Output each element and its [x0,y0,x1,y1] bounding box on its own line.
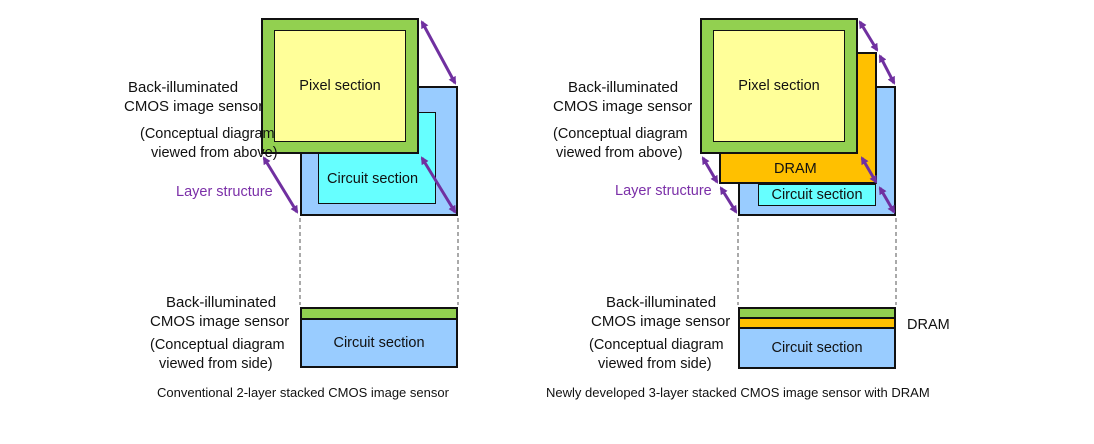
right-side-dram-label: DRAM [907,317,950,333]
right-side-circuit-label: Circuit section [771,340,863,356]
right-pixel-section-label: Pixel section [738,78,820,94]
right-caption: Newly developed 3-layer stacked CMOS ima… [546,385,930,400]
right-circuit-section-box: Circuit section [758,184,876,206]
left-side-circuit-layer: Circuit section [300,318,458,368]
right-side-label-2: CMOS image sensor [591,313,731,330]
left-side-label-2: CMOS image sensor [150,313,290,330]
right-side-note-2: viewed from side) [598,356,712,372]
left-side-circuit-label: Circuit section [333,335,425,351]
right-layer-structure-label: Layer structure [615,183,712,199]
left-top-label-2: CMOS image sensor [124,98,264,115]
guide-lines [299,218,897,305]
right-side-circuit-layer: Circuit section [738,327,896,369]
left-layer-structure-label: Layer structure [176,184,273,200]
left-circuit-section-label: Circuit section [327,171,419,187]
right-pixel-section: Pixel section [713,30,845,142]
right-side-note-1: (Conceptual diagram [589,337,724,353]
left-side-note-1: (Conceptual diagram [150,337,285,353]
left-side-note-2: viewed from side) [159,356,273,372]
left-pixel-section: Pixel section [274,30,406,142]
right-circuit-section-label: Circuit section [771,187,863,203]
left-pixel-section-label: Pixel section [299,78,381,94]
right-top-note-1: (Conceptual diagram [553,126,688,142]
right-dram-label: DRAM [774,161,817,177]
right-side-label-1: Back-illuminated [606,294,717,311]
left-top-note-2: viewed from above) [151,145,278,161]
right-top-label-2: CMOS image sensor [553,98,693,115]
left-top-note-1: (Conceptual diagram [140,126,275,142]
right-top-note-2: viewed from above) [556,145,683,161]
right-top-label-1: Back-illuminated [568,79,679,96]
left-side-label-1: Back-illuminated [166,294,277,311]
left-caption: Conventional 2-layer stacked CMOS image … [157,385,449,400]
left-top-label-1: Back-illuminated [128,79,239,96]
